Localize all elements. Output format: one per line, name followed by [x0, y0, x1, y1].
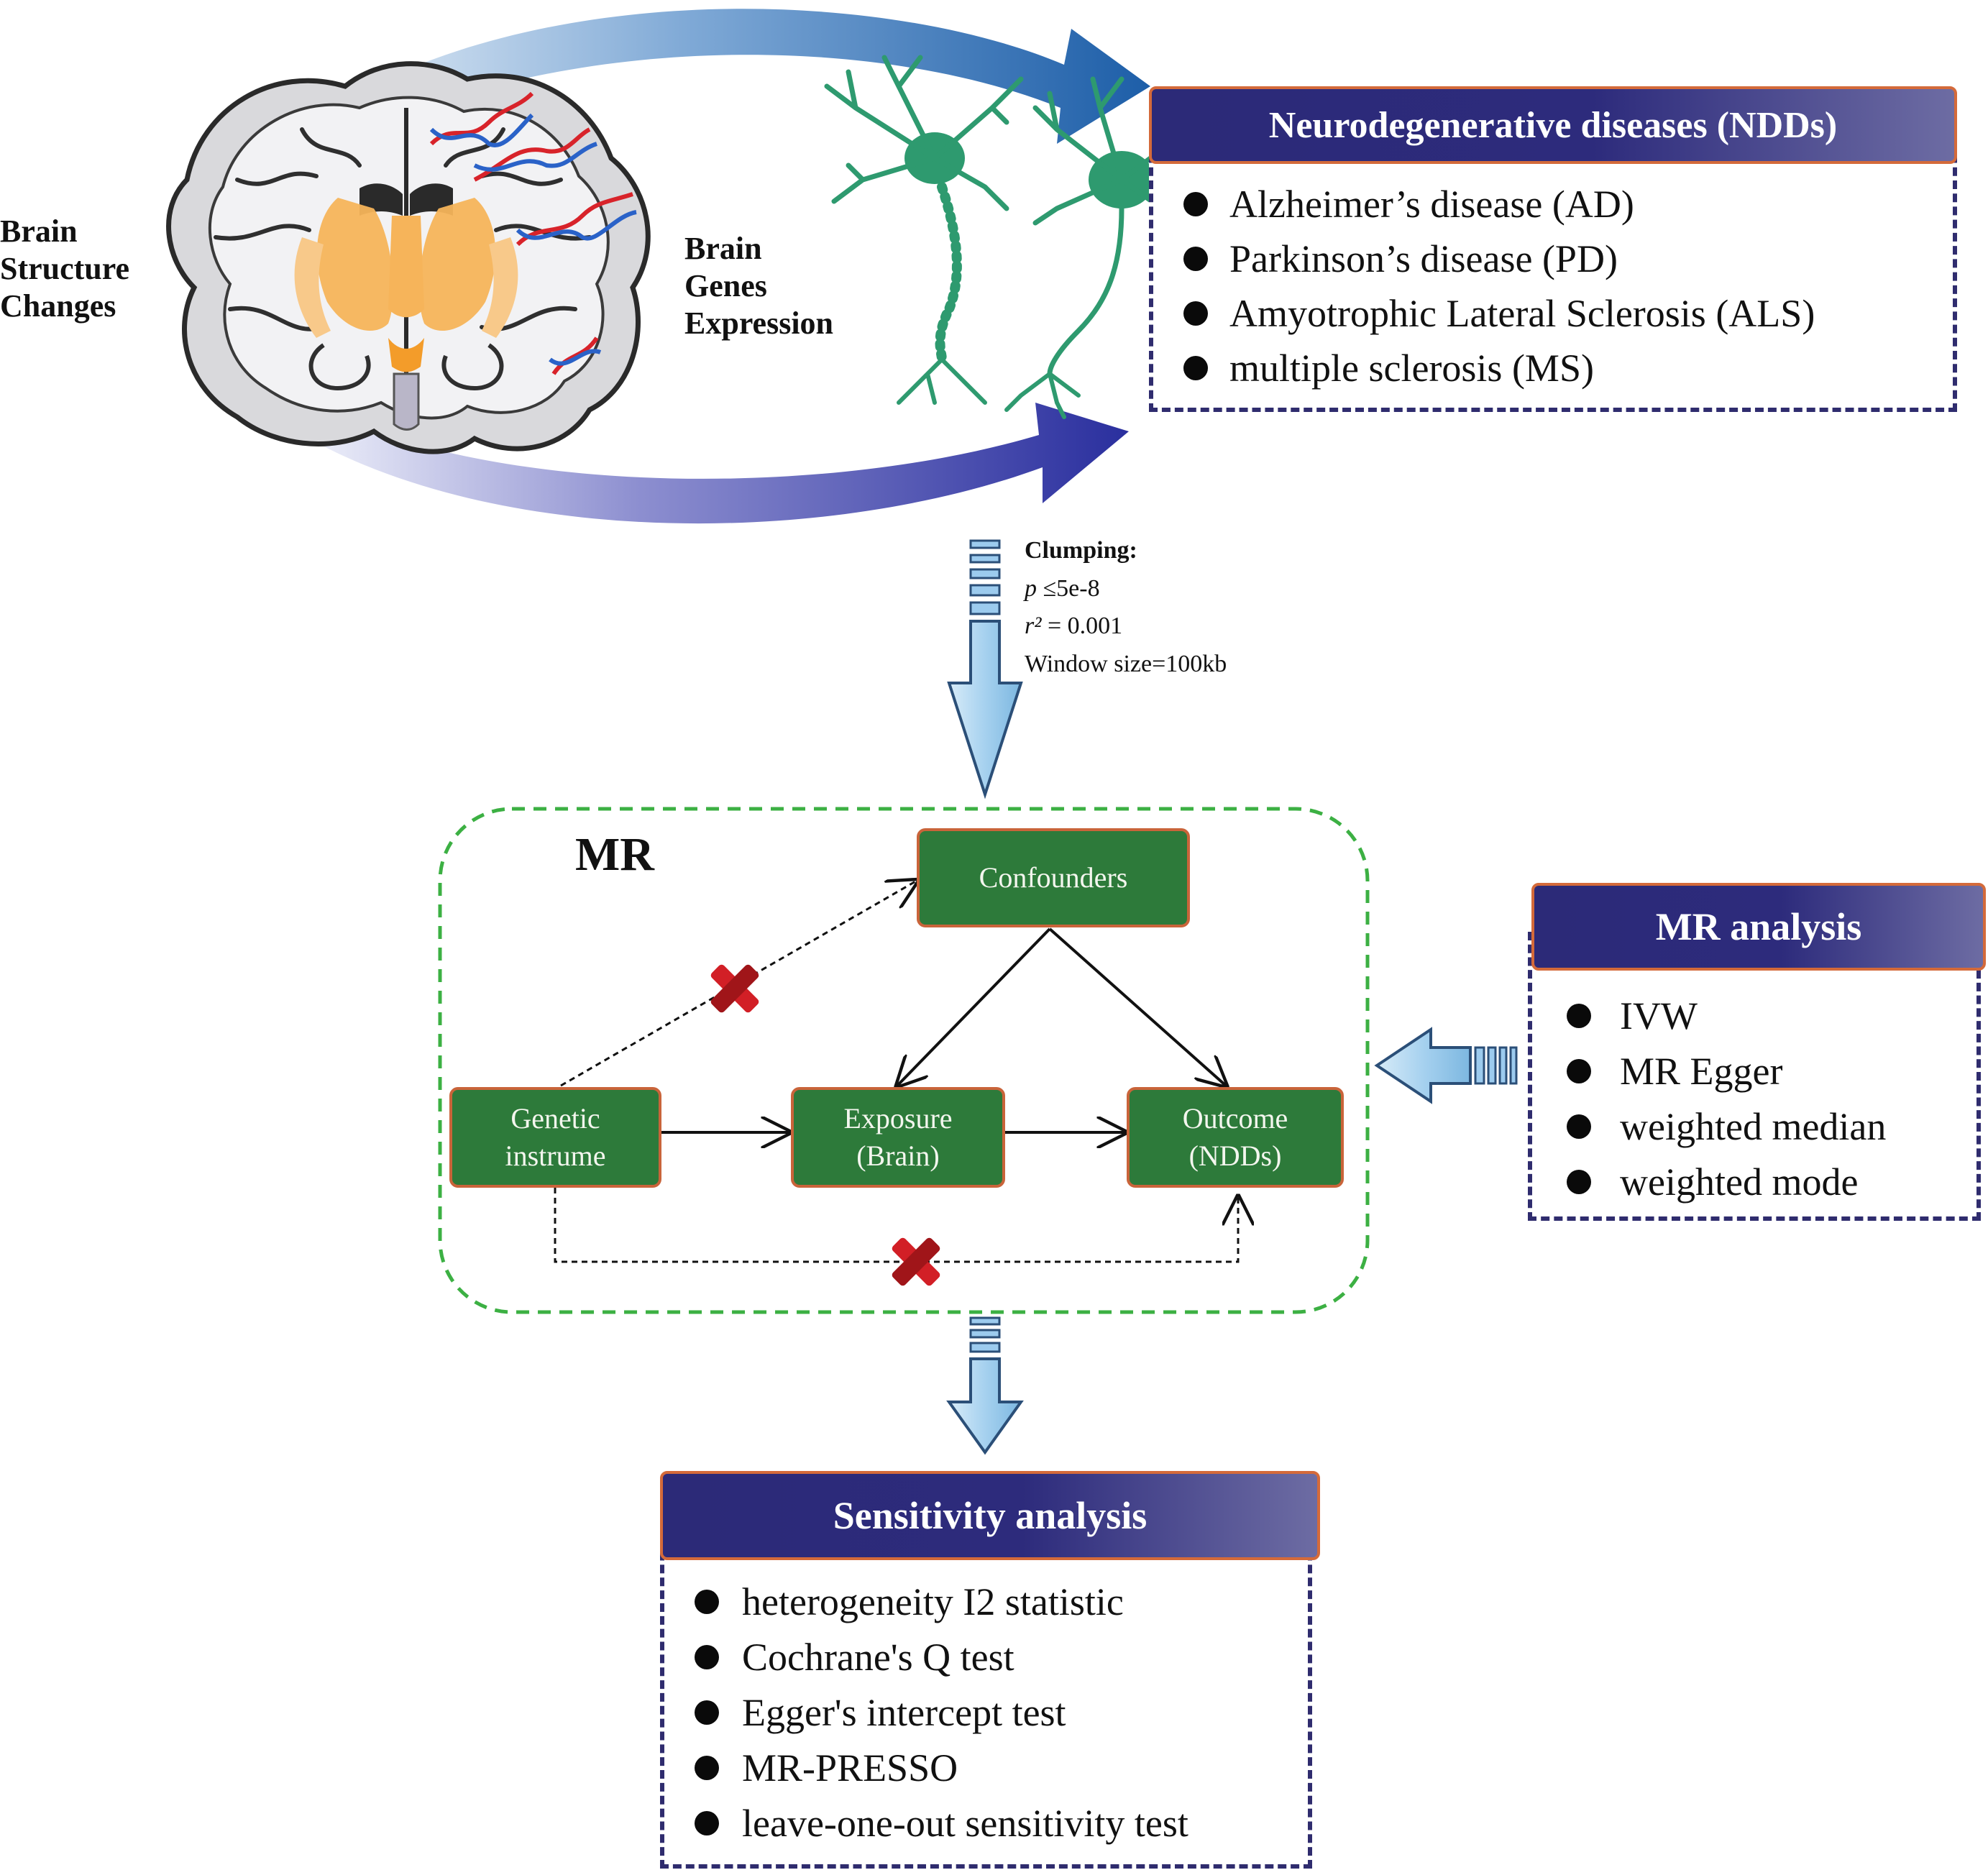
- bullet-icon: [1567, 1169, 1591, 1194]
- mr-analysis-header: MR analysis: [1531, 883, 1986, 971]
- down-arrow-clumping: [947, 539, 1023, 799]
- clumping-r2-line: r² = 0.001: [1025, 608, 1227, 646]
- ndd-item-text: Alzheimer’s disease (AD): [1229, 183, 1634, 226]
- bullet-icon: [1183, 247, 1208, 271]
- bullet-icon: [695, 1644, 719, 1669]
- sensitivity-list-box: heterogeneity I2 statistic Cochrane's Q …: [660, 1513, 1312, 1869]
- brain-structure-line-3: Changes: [0, 288, 116, 324]
- mr-analysis-item: IVW: [1567, 988, 1976, 1043]
- brain-genes-line-2: Genes: [684, 267, 767, 303]
- left-arrow-mr-analysis: [1374, 1027, 1518, 1104]
- exposure-line-2: (Brain): [856, 1140, 940, 1172]
- neuron-illustration: [824, 55, 1204, 419]
- ndd-item-text: Amyotrophic Lateral Sclerosis (ALS): [1229, 292, 1815, 335]
- mr-analysis-list: IVW MR Egger weighted median weighted mo…: [1532, 936, 1976, 1209]
- sensitivity-item: Cochrane's Q test: [695, 1629, 1308, 1685]
- mr-analysis-item-text: IVW: [1620, 994, 1698, 1037]
- sensitivity-item-text: MR-PRESSO: [742, 1746, 958, 1789]
- red-cross-lower: [892, 1237, 940, 1286]
- bullet-icon: [1567, 1114, 1591, 1139]
- mr-analysis-item: MR Egger: [1567, 1043, 1976, 1099]
- sensitivity-header: Sensitivity analysis: [660, 1471, 1320, 1560]
- brain-genes-label: Brain Genes Expression: [684, 230, 833, 342]
- curved-arrow-top: [309, 9, 1150, 144]
- ndd-item: Alzheimer’s disease (AD): [1183, 177, 1953, 232]
- ndd-item-text: Parkinson’s disease (PD): [1229, 237, 1618, 280]
- clumping-criteria: Clumping: p ≤5e-8 r² = 0.001 Window size…: [1025, 532, 1227, 684]
- ndd-item: multiple sclerosis (MS): [1183, 341, 1953, 395]
- sensitivity-item-text: Egger's intercept test: [742, 1690, 1066, 1734]
- brain-structure-label: Brain Structure Changes: [0, 213, 129, 325]
- ndd-item: Amyotrophic Lateral Sclerosis (ALS): [1183, 286, 1953, 341]
- mr-analysis-item-text: weighted mode: [1620, 1160, 1859, 1204]
- bullet-icon: [695, 1700, 719, 1725]
- genetic-instrument-box: Genetic instrume: [449, 1087, 661, 1188]
- p-value: ≤5e-8: [1043, 574, 1100, 602]
- outcome-line-2: (NDDs): [1188, 1140, 1282, 1172]
- ndd-item: Parkinson’s disease (PD): [1183, 232, 1953, 286]
- sensitivity-item-text: heterogeneity I2 statistic: [742, 1580, 1124, 1623]
- mr-analysis-item: weighted median: [1567, 1099, 1976, 1154]
- r2-symbol: r²: [1025, 613, 1042, 640]
- bullet-icon: [1567, 1003, 1591, 1028]
- bullet-icon: [695, 1810, 719, 1835]
- curved-arrow-bottom: [309, 403, 1129, 524]
- sensitivity-item: MR-PRESSO: [695, 1740, 1308, 1795]
- clumping-p-line: p ≤5e-8: [1025, 570, 1227, 608]
- mr-connections: [554, 881, 1238, 1263]
- bullet-icon: [1183, 356, 1208, 380]
- exposure-box: Exposure (Brain): [791, 1087, 1005, 1188]
- brain-illustration: [166, 61, 651, 454]
- red-cross-upper: [710, 964, 759, 1013]
- mr-analysis-list-box: IVW MR Egger weighted median weighted mo…: [1528, 932, 1981, 1221]
- ndd-item-text: multiple sclerosis (MS): [1229, 347, 1594, 390]
- mr-title: MR: [575, 828, 654, 881]
- r2-value: = 0.001: [1047, 613, 1123, 640]
- ndd-panel-header: Neurodegenerative diseases (NDDs): [1149, 86, 1957, 164]
- outcome-box: Outcome (NDDs): [1127, 1087, 1344, 1188]
- outcome-line-1: Outcome: [1182, 1102, 1288, 1135]
- sensitivity-item-text: leave-one-out sensitivity test: [742, 1801, 1188, 1845]
- genetic-line-1: Genetic: [510, 1102, 600, 1135]
- ndd-panel-title: Neurodegenerative diseases (NDDs): [1268, 104, 1838, 146]
- sensitivity-list: heterogeneity I2 statistic Cochrane's Q …: [664, 1518, 1308, 1851]
- genetic-line-2: instrume: [505, 1140, 606, 1172]
- brain-genes-line-1: Brain: [684, 231, 762, 266]
- bullet-icon: [1183, 301, 1208, 326]
- sensitivity-title: Sensitivity analysis: [833, 1494, 1148, 1537]
- brain-structure-line-2: Structure: [0, 250, 130, 286]
- p-symbol: p: [1025, 574, 1037, 602]
- brain-genes-line-3: Expression: [684, 305, 834, 341]
- down-arrow-sensitivity: [946, 1316, 1024, 1455]
- sensitivity-item-text: Cochrane's Q test: [742, 1635, 1014, 1679]
- sensitivity-item: leave-one-out sensitivity test: [695, 1795, 1308, 1851]
- bullet-icon: [1183, 192, 1208, 216]
- bullet-icon: [695, 1589, 719, 1614]
- bullet-icon: [1567, 1058, 1591, 1083]
- exposure-line-1: Exposure: [843, 1102, 953, 1135]
- confounders-box: Confounders: [917, 828, 1190, 927]
- brain-structure-line-1: Brain: [0, 214, 78, 249]
- sensitivity-item: Egger's intercept test: [695, 1685, 1308, 1740]
- confounders-label: Confounders: [979, 861, 1128, 894]
- mr-analysis-item: weighted mode: [1567, 1154, 1976, 1209]
- mr-analysis-item-text: weighted median: [1620, 1104, 1887, 1148]
- ndd-list-box: Alzheimer’s disease (AD) Parkinson’s dis…: [1149, 128, 1957, 412]
- bullet-icon: [695, 1755, 719, 1780]
- mr-analysis-item-text: MR Egger: [1620, 1049, 1783, 1093]
- clumping-title: Clumping:: [1025, 537, 1137, 564]
- mr-analysis-title: MR analysis: [1655, 905, 1862, 948]
- clumping-window: Window size=100kb: [1025, 651, 1227, 678]
- sensitivity-item: heterogeneity I2 statistic: [695, 1574, 1308, 1629]
- mr-container: [438, 807, 1370, 1314]
- ndd-list: Alzheimer’s disease (AD) Parkinson’s dis…: [1153, 132, 1953, 395]
